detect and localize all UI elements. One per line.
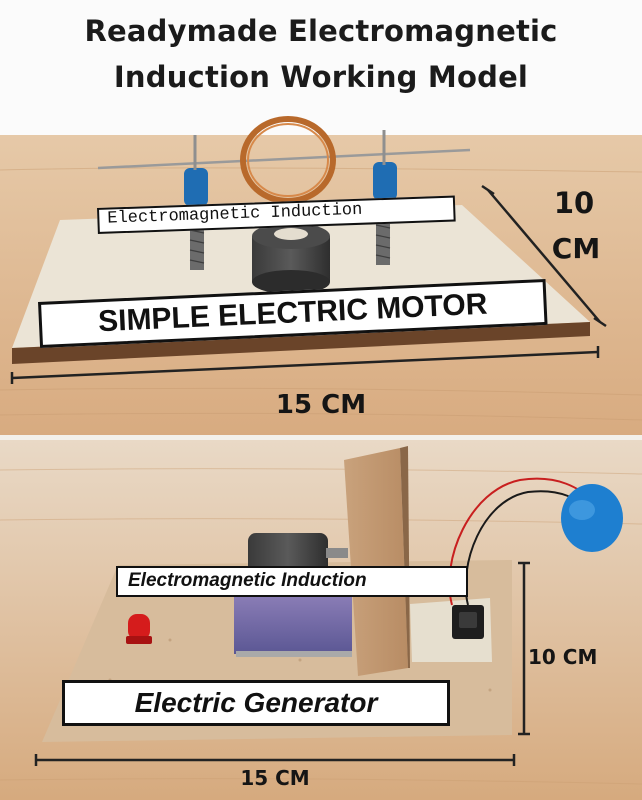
top-dimension-lines [10, 184, 607, 384]
generator-coil [234, 592, 352, 654]
title-line-2: Induction Working Model [113, 60, 529, 94]
top-depth-value: 10 [553, 186, 595, 220]
axle-wire [97, 148, 471, 170]
bottom-depth-label: 10 CM [528, 645, 598, 669]
top-depth-unit: CM [551, 232, 601, 265]
bottom-photo [0, 440, 642, 800]
bottom-width-label: 15 CM [240, 766, 310, 790]
red-led [128, 614, 150, 640]
bottom-main-label: Electric Generator [134, 687, 378, 718]
left-blue-cap [184, 168, 208, 206]
mdf-wheel-plate [344, 448, 408, 676]
right-blue-cap [373, 162, 397, 200]
bottom-dimension-lines [34, 561, 530, 766]
title-line-1: Readymade Electromagnetic [84, 14, 558, 48]
motor-board-edge [12, 322, 590, 364]
top-width-label: 15 CM [275, 390, 367, 420]
bottom-main-label-plate: Electric Generator [62, 680, 450, 726]
bottom-small-label-plate: Electromagnetic Induction [116, 566, 468, 597]
bottom-small-label: Electromagnetic Induction [128, 570, 367, 591]
coin-battery-holder [561, 484, 623, 552]
